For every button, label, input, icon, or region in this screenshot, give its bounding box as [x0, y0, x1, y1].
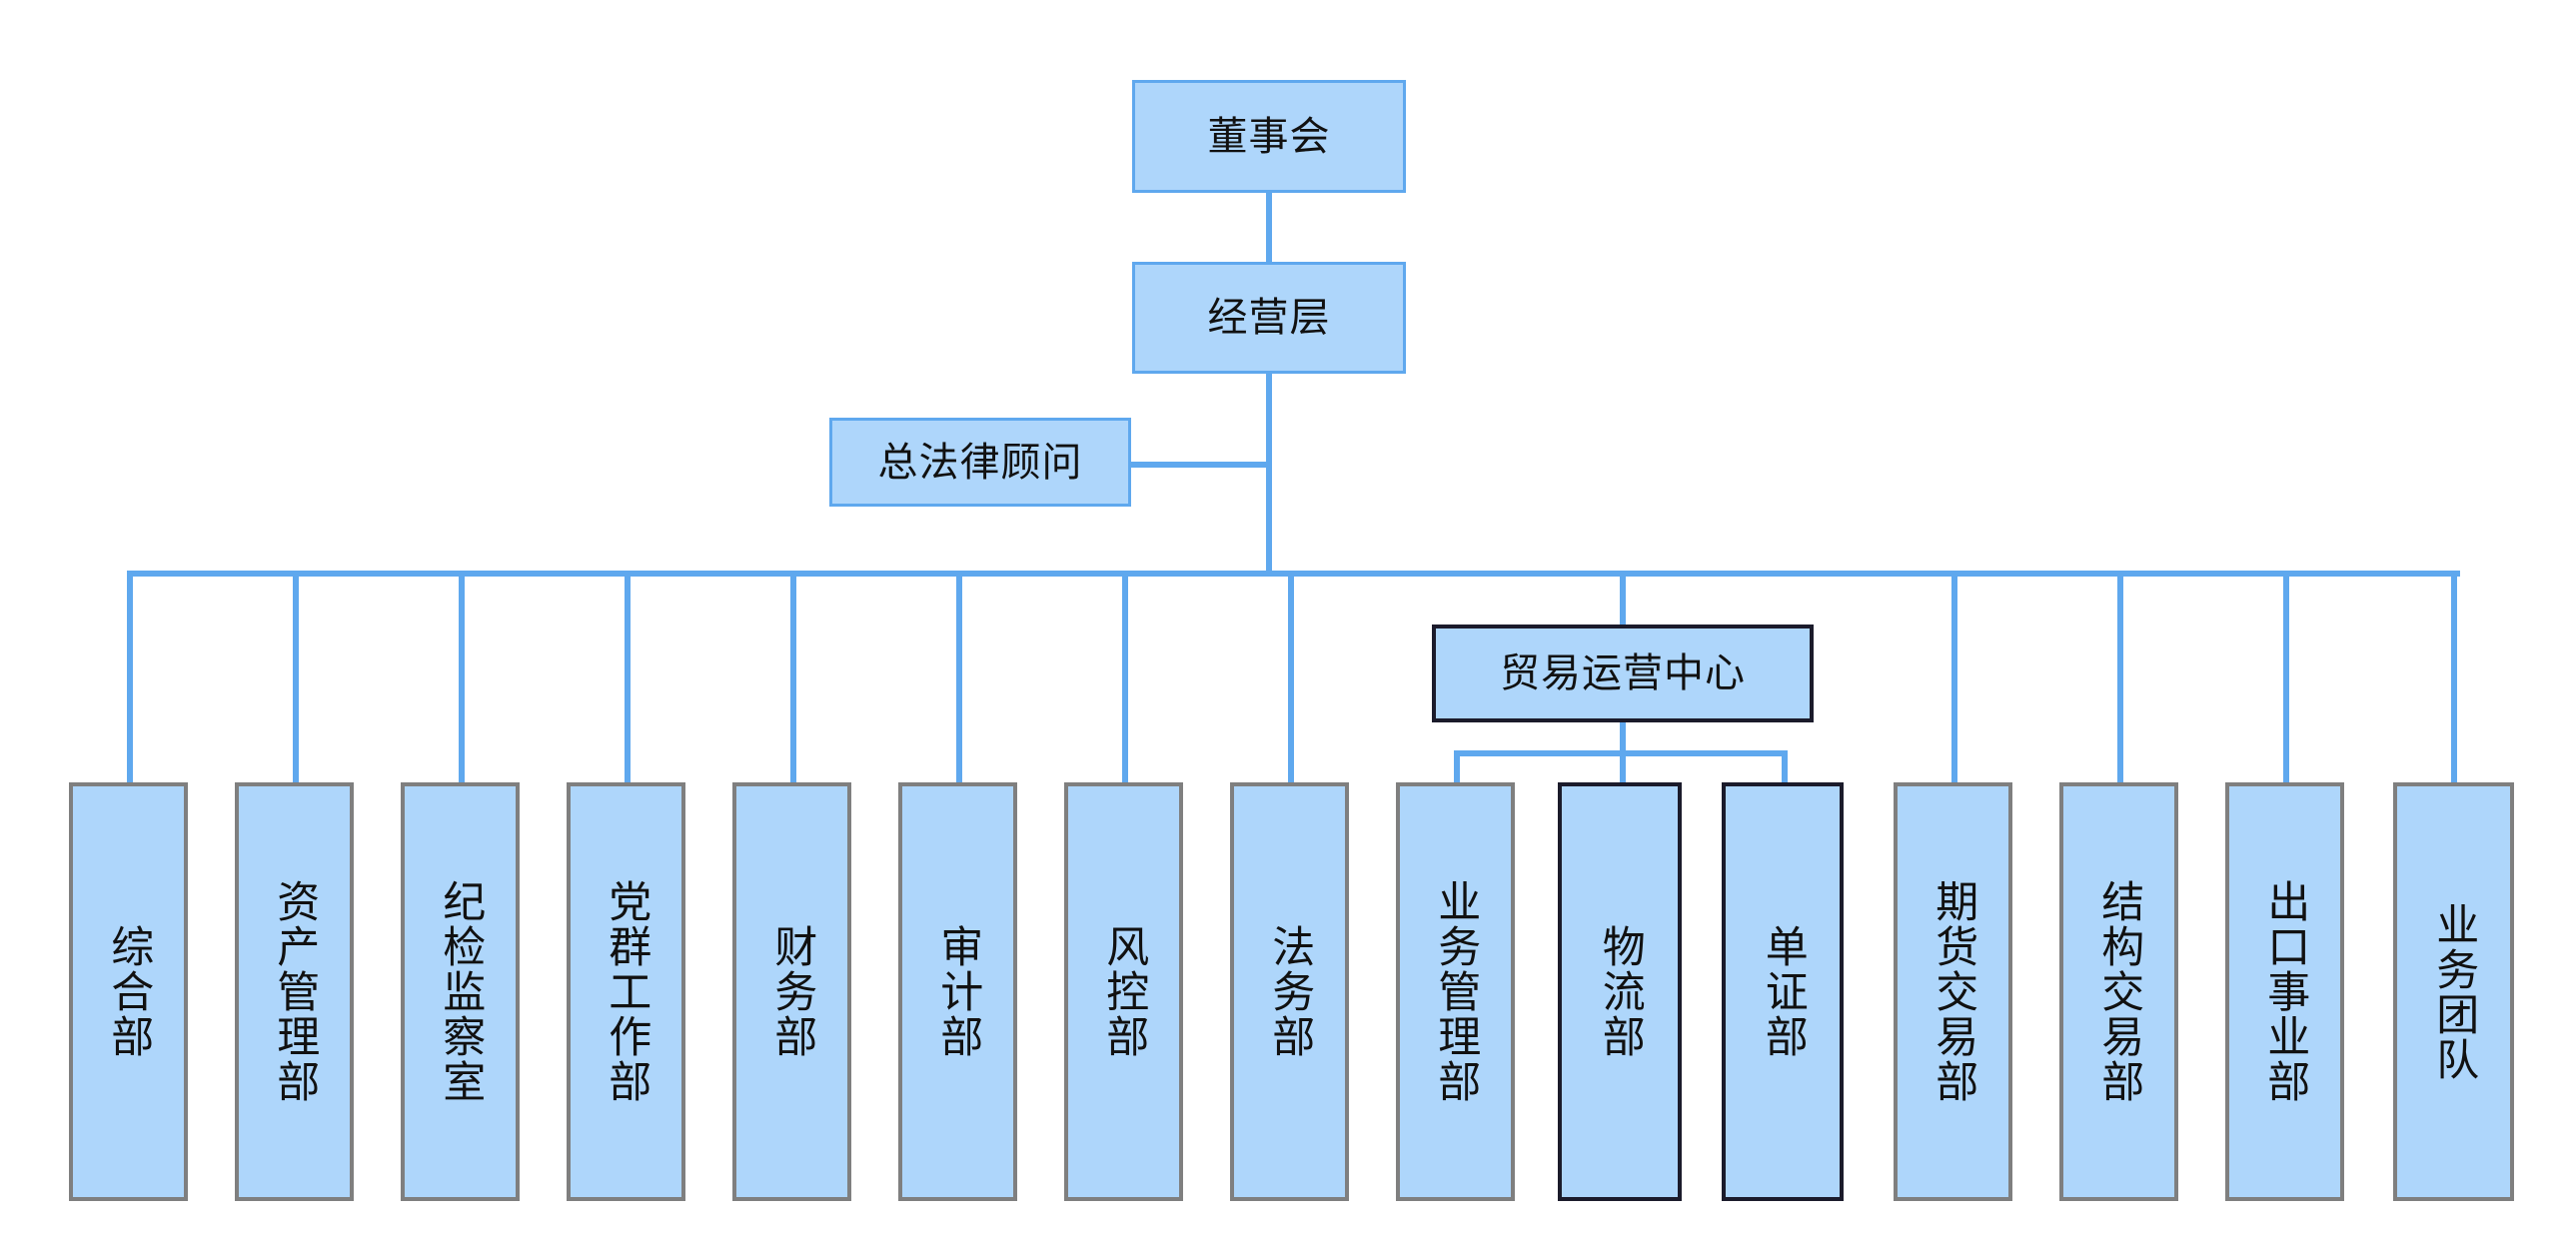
node-finance-label: 财务部: [767, 924, 816, 1059]
node-discipline-inspection[interactable]: 纪检监察室: [401, 782, 520, 1201]
connector-drop-logistics: [1620, 750, 1626, 784]
node-party-mass-work[interactable]: 党群工作部: [567, 782, 685, 1201]
node-board[interactable]: 董事会: [1132, 80, 1406, 193]
node-logistics-label: 物流部: [1596, 924, 1645, 1059]
connector-drop-documentation: [1782, 750, 1788, 784]
node-general-affairs[interactable]: 综合部: [69, 782, 188, 1201]
connector-drop-legal-affairs: [1288, 571, 1294, 784]
connector-drop-futures-trading: [1951, 571, 1957, 784]
node-export-division-label: 出口事业部: [2260, 879, 2309, 1104]
node-structured-trading[interactable]: 结构交易部: [2059, 782, 2178, 1201]
node-finance[interactable]: 财务部: [732, 782, 851, 1201]
node-business-management[interactable]: 业务管理部: [1396, 782, 1515, 1201]
connector-drop-party-mass-work: [625, 571, 631, 784]
node-futures-trading-label: 期货交易部: [1929, 879, 1977, 1104]
node-trade-center[interactable]: 贸易运营中心: [1432, 625, 1814, 722]
connector-drop-business-management: [1454, 750, 1460, 784]
connector-drop-general-affairs: [127, 571, 133, 784]
node-asset-management[interactable]: 资产管理部: [235, 782, 354, 1201]
connector-drop-risk-control: [1122, 571, 1128, 784]
node-risk-control[interactable]: 风控部: [1064, 782, 1183, 1201]
node-trade-center-label: 贸易运营中心: [1500, 651, 1746, 695]
node-legal-counsel[interactable]: 总法律顾问: [829, 418, 1131, 507]
node-business-management-label: 业务管理部: [1431, 879, 1480, 1104]
connector-drop-structured-trading: [2117, 571, 2123, 784]
node-structured-trading-label: 结构交易部: [2094, 879, 2143, 1104]
node-business-team-label: 业务团队: [2429, 901, 2478, 1082]
connector-drop-audit: [956, 571, 962, 784]
node-audit-label: 审计部: [933, 924, 982, 1059]
connector-drop-discipline-inspection: [459, 571, 465, 784]
connector-bus-to-trade-center: [1620, 571, 1626, 627]
node-legal-counsel-label: 总法律顾问: [877, 440, 1083, 485]
node-export-division[interactable]: 出口事业部: [2225, 782, 2344, 1201]
node-discipline-inspection-label: 纪检监察室: [436, 879, 485, 1104]
connector-management-spine: [1266, 372, 1272, 576]
node-documentation[interactable]: 单证部: [1722, 782, 1844, 1201]
connector-legal-counsel: [1129, 462, 1269, 468]
node-management[interactable]: 经营层: [1132, 262, 1406, 374]
connector-drop-finance: [790, 571, 796, 784]
node-general-affairs-label: 综合部: [104, 924, 153, 1059]
node-logistics[interactable]: 物流部: [1558, 782, 1682, 1201]
connector-drop-asset-management: [293, 571, 299, 784]
node-board-label: 董事会: [1207, 114, 1331, 159]
connector-board-to-management: [1266, 190, 1272, 262]
node-futures-trading[interactable]: 期货交易部: [1894, 782, 2012, 1201]
connector-drop-export-division: [2283, 571, 2289, 784]
node-legal-affairs-label: 法务部: [1265, 924, 1314, 1059]
node-asset-management-label: 资产管理部: [270, 879, 319, 1104]
node-management-label: 经营层: [1207, 296, 1331, 340]
node-business-team[interactable]: 业务团队: [2393, 782, 2514, 1201]
node-legal-affairs[interactable]: 法务部: [1230, 782, 1349, 1201]
node-documentation-label: 单证部: [1759, 924, 1808, 1059]
node-party-mass-work-label: 党群工作部: [602, 879, 650, 1104]
connector-drop-business-team: [2451, 571, 2457, 784]
node-risk-control-label: 风控部: [1099, 924, 1148, 1059]
node-audit[interactable]: 审计部: [898, 782, 1017, 1201]
